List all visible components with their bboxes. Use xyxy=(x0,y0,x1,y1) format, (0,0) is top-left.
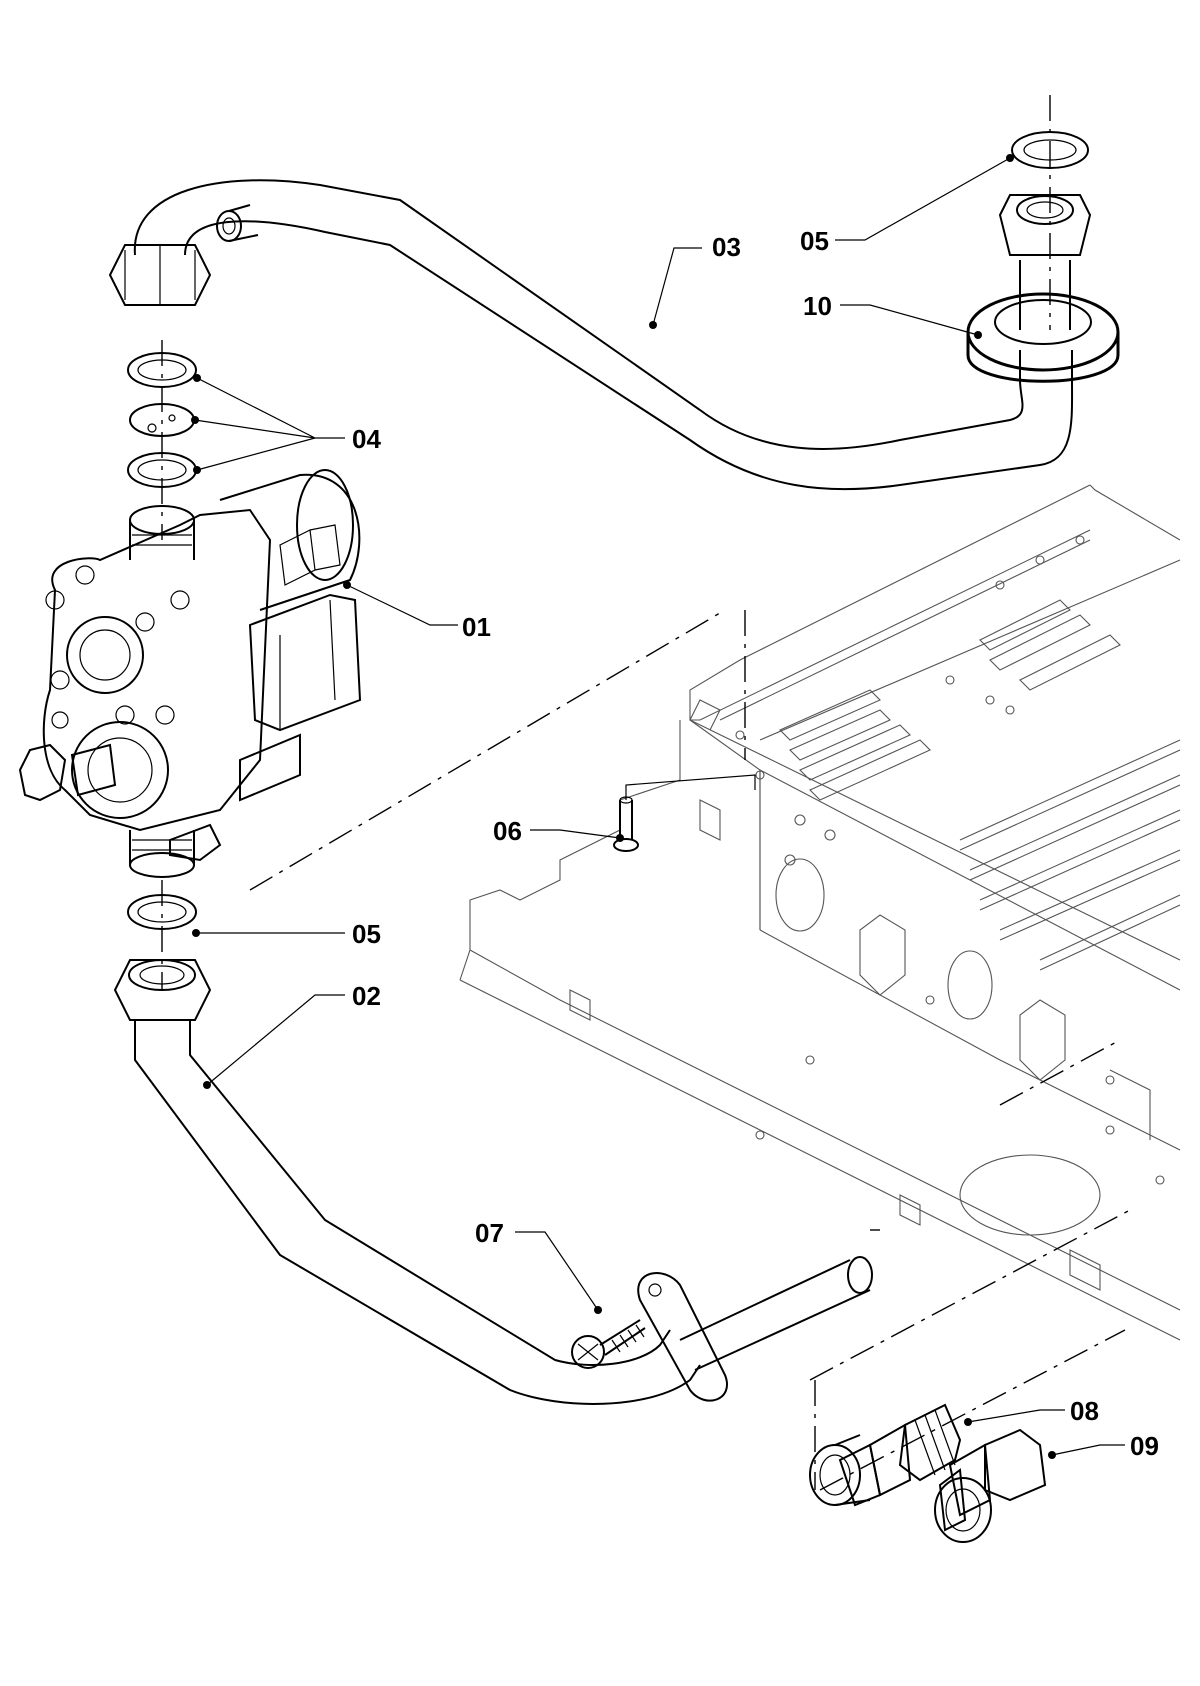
upper-pipe xyxy=(108,179,1074,491)
diverter-valve-body xyxy=(18,469,362,878)
washer-top-right xyxy=(1011,131,1089,169)
label-05-top: 05 xyxy=(800,226,829,256)
grommet xyxy=(966,194,1120,383)
label-03: 03 xyxy=(712,232,741,262)
center-lines xyxy=(161,95,1131,1491)
boiler-chassis xyxy=(459,484,1181,1341)
label-01: 01 xyxy=(462,612,491,642)
lower-pipe xyxy=(113,959,873,1405)
label-10: 10 xyxy=(803,291,832,321)
label-09: 09 xyxy=(1130,1431,1159,1461)
label-02: 02 xyxy=(352,981,381,1011)
label-06: 07 xyxy=(475,1218,504,1248)
screw xyxy=(571,1319,646,1369)
label-07: 06 xyxy=(493,816,522,846)
small-screw xyxy=(613,774,756,852)
label-08: 08 xyxy=(1070,1396,1099,1426)
part-labels: 03 05 10 04 01 06 05 02 07 08 09 xyxy=(352,226,1159,1461)
fitting xyxy=(809,1403,962,1507)
leader-lines xyxy=(191,154,1125,1459)
label-05-lower: 05 xyxy=(352,919,381,949)
washer-lower xyxy=(127,894,197,930)
label-04: 04 xyxy=(352,424,381,454)
compression-nut xyxy=(934,1428,1047,1543)
